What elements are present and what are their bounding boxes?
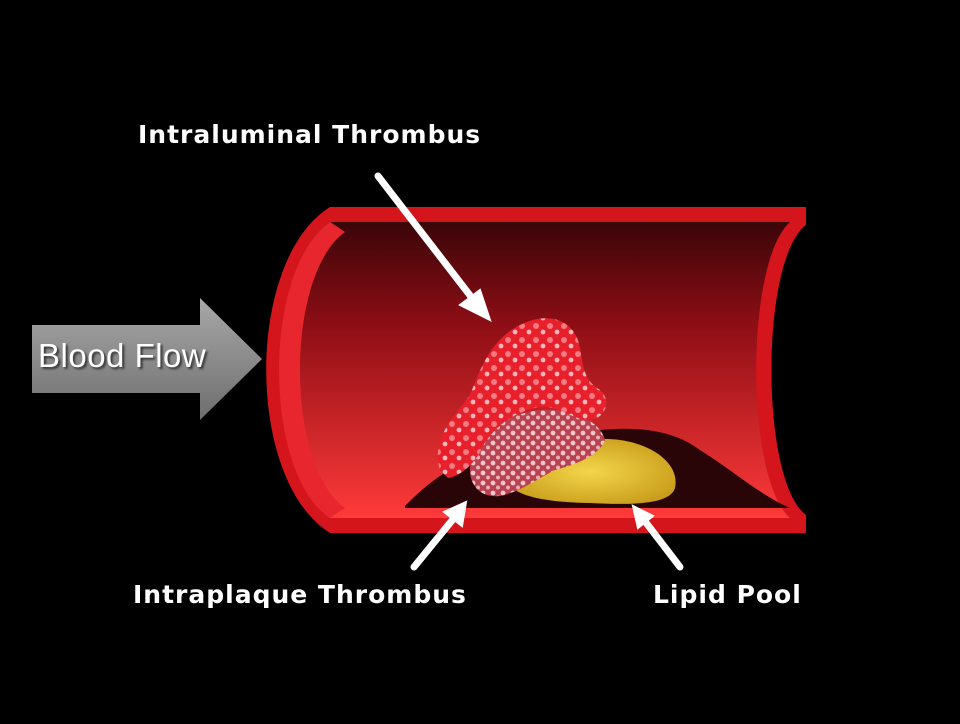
blood-flow-arrow [32,298,262,420]
intraluminal-thrombus-shape [437,318,607,478]
pointer-intraplaque [410,500,468,571]
label-intraplaque-thrombus: Intraplaque Thrombus [133,580,467,609]
vessel-rim [279,222,345,518]
vessel-opening [771,225,806,515]
intraplaque-thrombus-shape [470,409,605,497]
label-intraluminal-thrombus: Intraluminal Thrombus [138,120,482,149]
pointer-lipid [631,504,684,571]
blood-flow-label: Blood Flow [38,337,207,374]
pointer-intraluminal [374,172,492,322]
label-lipid-pool: Lipid Pool [653,580,802,609]
